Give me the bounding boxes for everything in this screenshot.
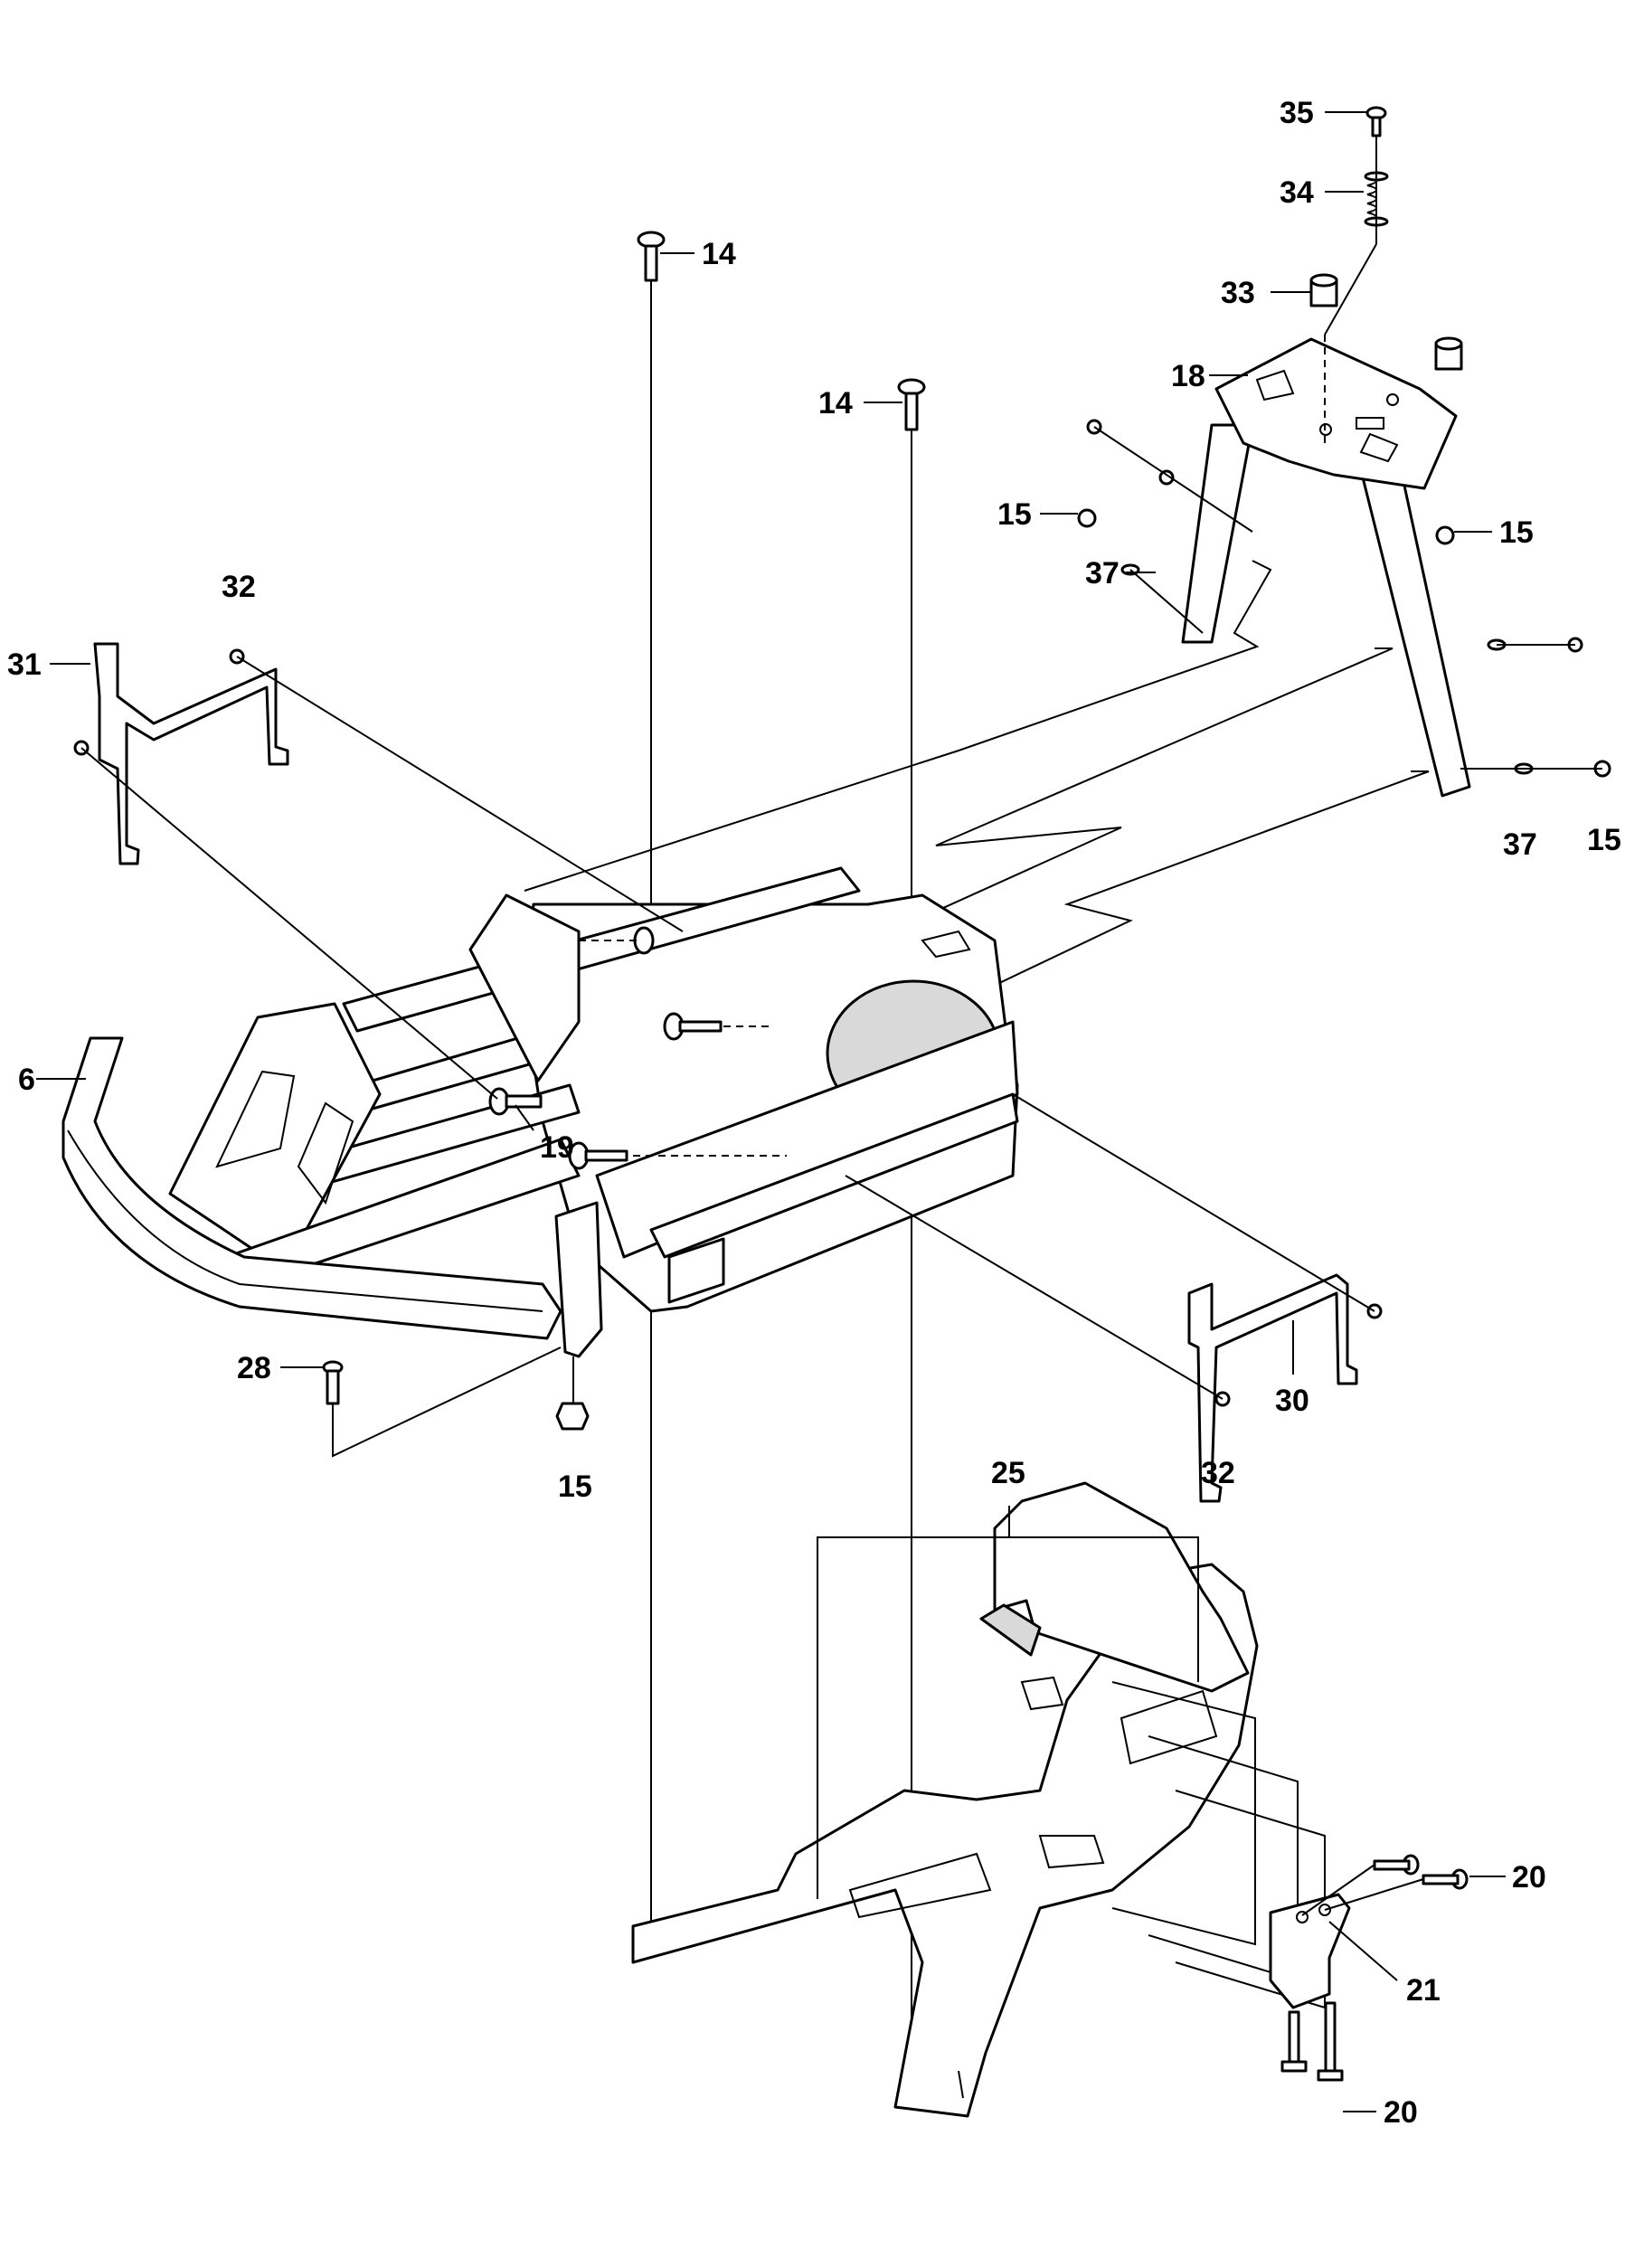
bolt-14-right: [897, 378, 926, 431]
callout-32-upper: 32: [222, 570, 256, 604]
leader-28: [332, 1347, 562, 1458]
callout-28: 28: [237, 1351, 271, 1385]
leader-20-b: [1324, 1878, 1424, 1911]
callout-15-upper-left: 15: [997, 497, 1032, 532]
frame-bolt-1: [633, 926, 655, 955]
callout-6: 6: [18, 1063, 35, 1097]
leader-31-b: [80, 747, 498, 1100]
callout-15-upper-right: 15: [1499, 515, 1534, 550]
bolt-20-upper-b: [1422, 1868, 1469, 1890]
callout-25: 25: [991, 1456, 1025, 1490]
callout-32-lower: 32: [1201, 1456, 1235, 1490]
leader-30-b: [1012, 1093, 1375, 1312]
callout-34: 34: [1280, 175, 1314, 210]
nut-15-frame: [555, 1402, 590, 1431]
bolt-20-lower-b: [1317, 2001, 1344, 2082]
callout-33: 33: [1221, 276, 1255, 310]
explode-line-1: [524, 560, 1272, 892]
callout-15-frame: 15: [558, 1469, 592, 1504]
bumper-33-left: [1309, 273, 1338, 307]
callout-21: 21: [1406, 1973, 1441, 2008]
bolt-19: [488, 1087, 543, 1116]
callout-14-right: 14: [818, 386, 853, 421]
callout-31: 31: [7, 647, 42, 682]
seat-support-bracket: [1181, 337, 1471, 798]
bumper-33-right: [1434, 336, 1463, 371]
leader-30-a: [845, 1175, 1224, 1400]
explode-line-3: [822, 770, 1430, 1068]
nut-15-upper-left: [1077, 508, 1097, 528]
callout-19: 19: [540, 1130, 574, 1165]
front-bumper: [61, 1036, 562, 1340]
rear-bracket-31: [93, 642, 289, 865]
cover-panel-1: [1111, 1681, 1256, 1946]
callout-35: 35: [1280, 96, 1314, 130]
main-frame: [168, 866, 1019, 1358]
callout-15-lower-right: 15: [1587, 823, 1621, 857]
footrest-assembly-25: [631, 1481, 1259, 2118]
bolt-35: [1365, 106, 1387, 137]
bracket-21: [1269, 1893, 1351, 2009]
bolt-20-upper-a: [1373, 1854, 1420, 1876]
leader-20-a: [1301, 1864, 1375, 1916]
leader-31-a: [236, 656, 684, 932]
bolt-28: [322, 1360, 344, 1405]
seat-axis-line-2: [1324, 243, 1377, 335]
callout-18: 18: [1171, 359, 1205, 393]
explode-line-2: [650, 647, 1394, 1041]
callout-20-upper: 20: [1512, 1860, 1546, 1895]
leader-19: [515, 1104, 534, 1131]
callout-14-left: 14: [702, 237, 736, 271]
leader-seat-nut-1: [1093, 426, 1253, 533]
bracket-30: [1187, 1273, 1358, 1503]
frame-bolt-2: [663, 1012, 723, 1041]
callout-37-upper: 37: [1085, 556, 1120, 591]
leader-21: [1328, 1921, 1398, 1981]
frame-bolt-3: [568, 1141, 628, 1170]
leader-seat-nut-2: [1129, 569, 1204, 634]
cover-panel-2: [1148, 1735, 1299, 1982]
leader-25-bracket: [817, 1536, 1199, 1899]
nut-15-upper-right: [1435, 525, 1455, 545]
callout-37-lower: 37: [1503, 827, 1537, 862]
callout-30: 30: [1275, 1384, 1309, 1418]
callout-20-lower: 20: [1384, 2095, 1418, 2130]
bolt-14-left: [637, 231, 666, 282]
bolt-20-lower-a: [1280, 2010, 1308, 2073]
